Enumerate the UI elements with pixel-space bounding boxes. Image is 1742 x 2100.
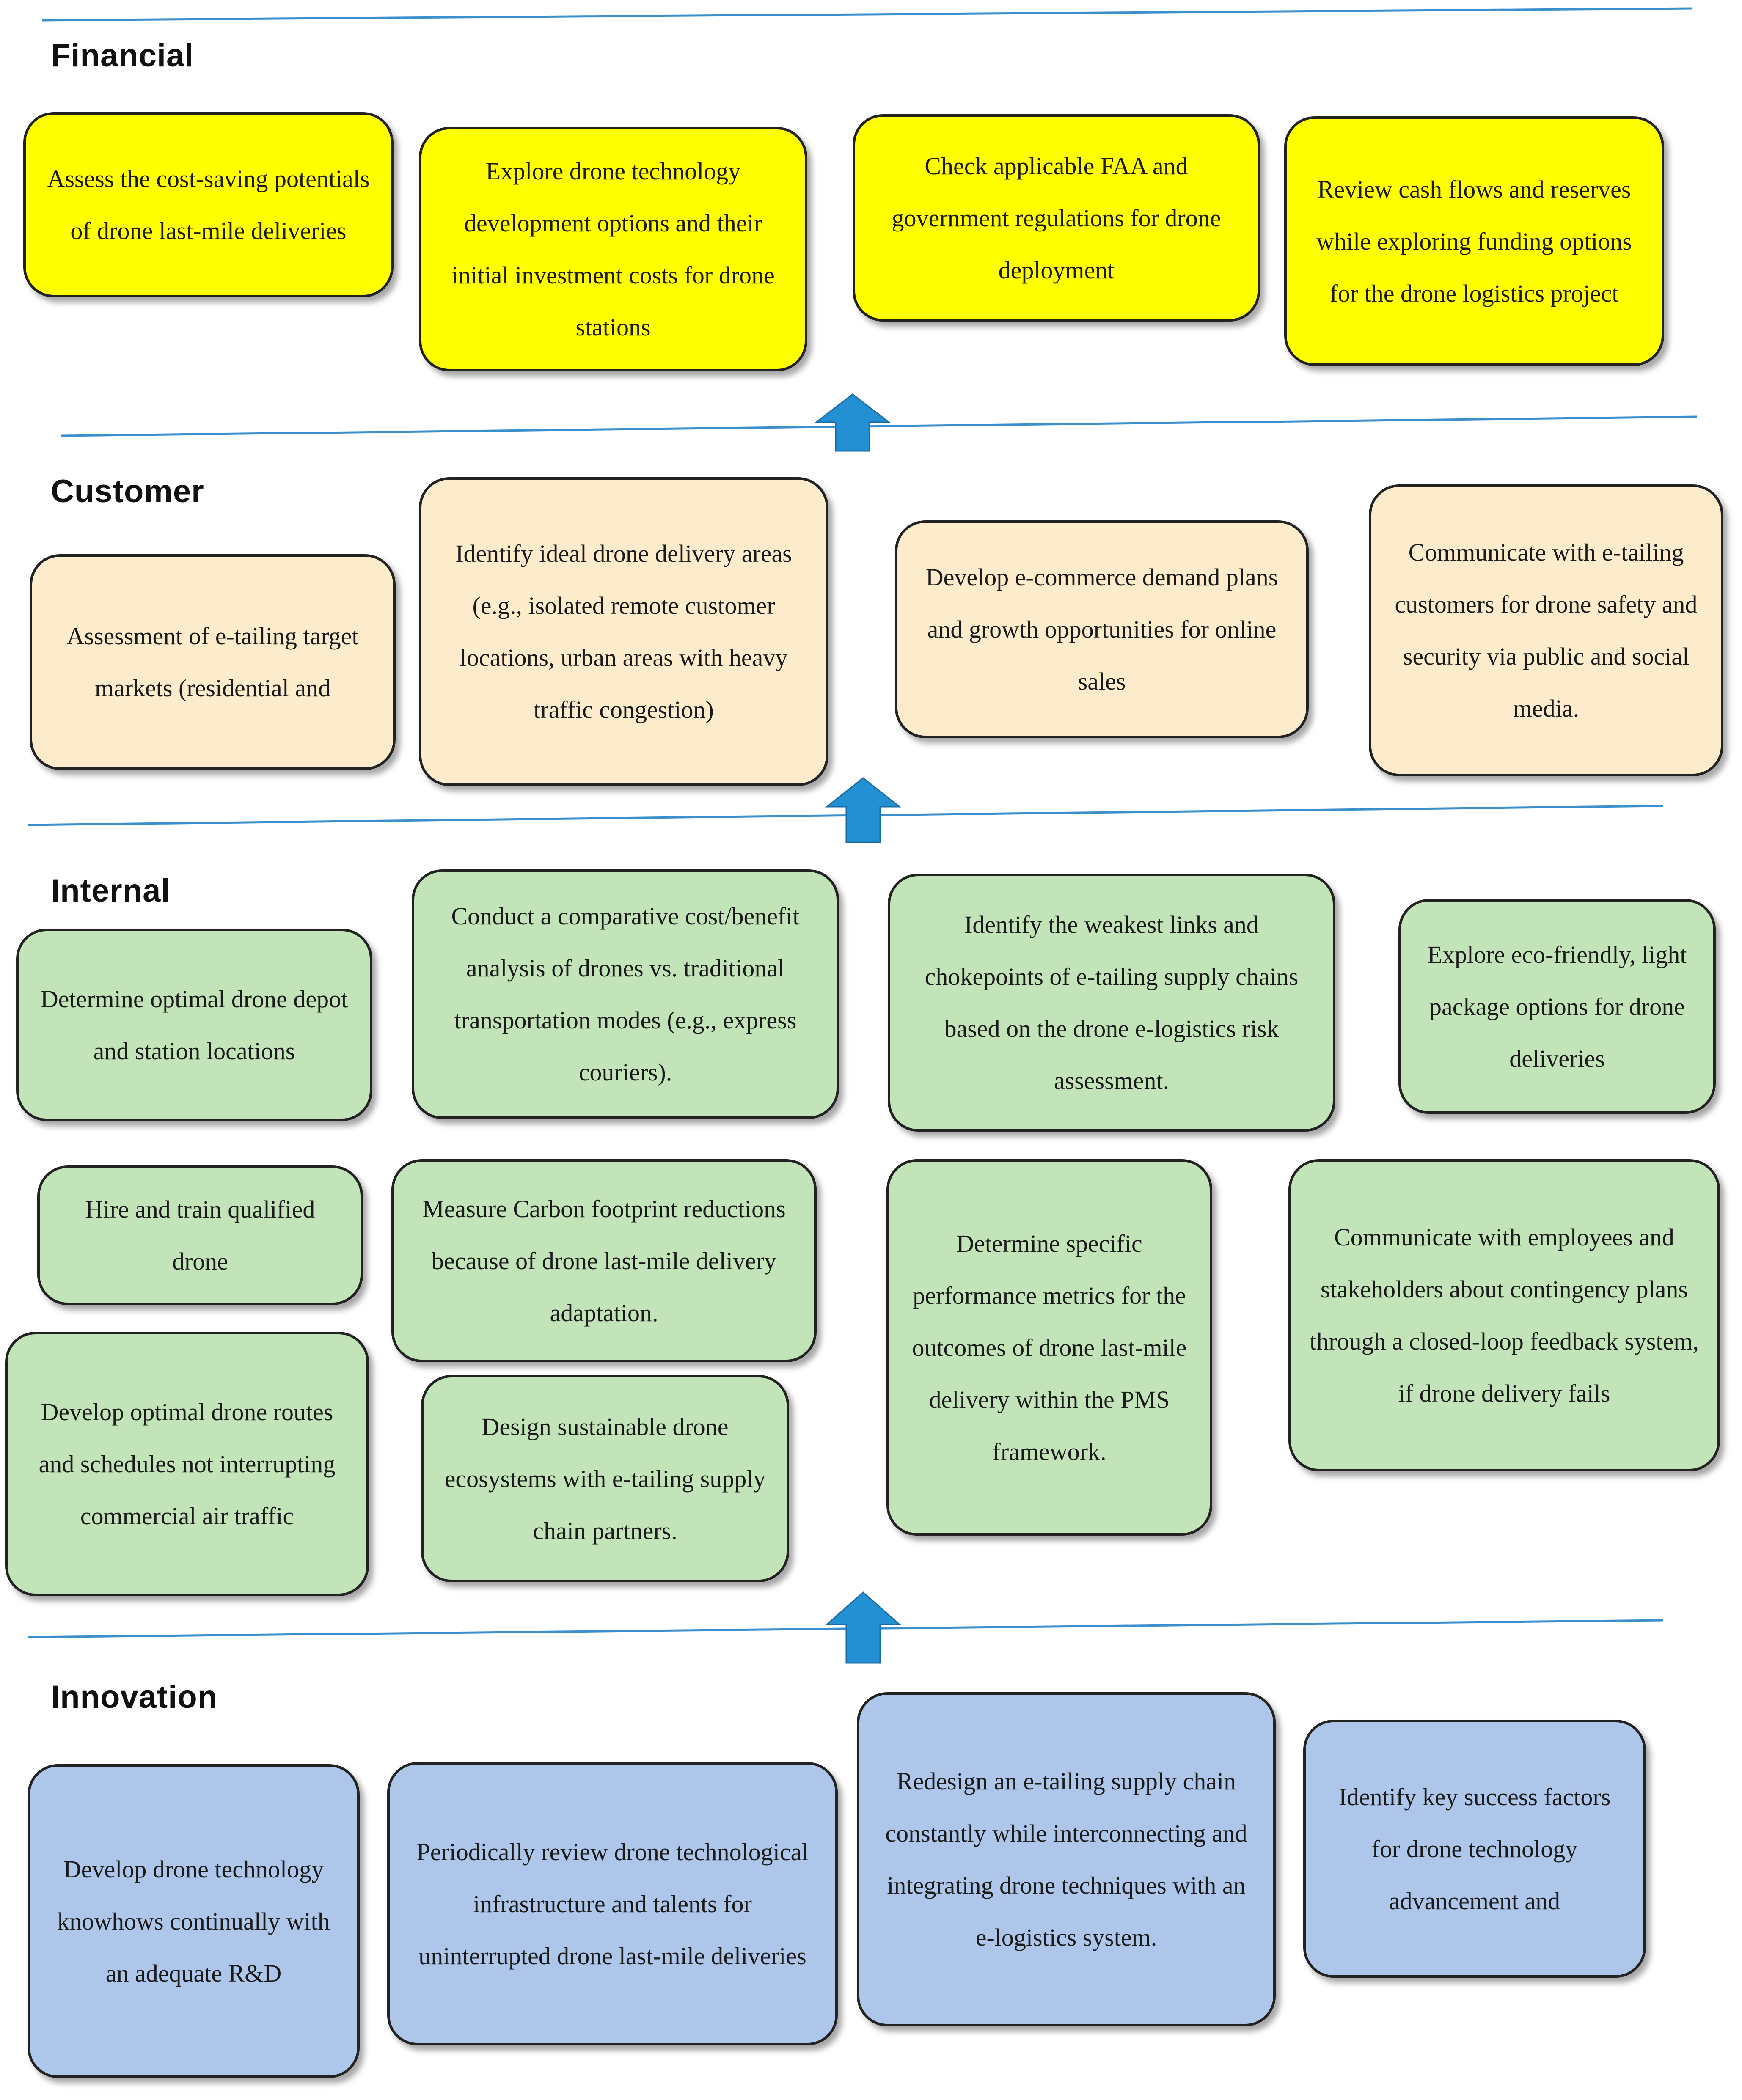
customer-box-1: Assessment of e-tailing target markets (… xyxy=(30,554,396,770)
innovation-box-3-text: Redesign an e-tailing supply chain const… xyxy=(885,1767,1247,1951)
financial-heading: Financial xyxy=(51,38,194,74)
customer-box-2-text: Identify ideal drone delivery areas (e.g… xyxy=(455,540,792,723)
innovation-box-2-text: Periodically review drone technological … xyxy=(416,1838,809,1970)
internal-box-9: Develop optimal drone routes and schedul… xyxy=(5,1332,369,1596)
internal-box-2: Conduct a comparative cost/benefit analy… xyxy=(412,869,839,1119)
internal-box-8-text: Communicate with employees and stakehold… xyxy=(1310,1223,1699,1407)
separator-financial-customer xyxy=(61,415,1697,437)
financial-box-3: Check applicable FAA and government regu… xyxy=(853,114,1260,322)
up-arrow-icon xyxy=(825,1591,901,1664)
internal-box-3: Identify the weakest links and chokepoin… xyxy=(888,874,1335,1132)
financial-box-1-text: Assess the cost-saving potentials of dro… xyxy=(47,165,370,245)
innovation-box-1: Develop drone technology knowhows contin… xyxy=(28,1764,360,2078)
innovation-box-3: Redesign an e-tailing supply chain const… xyxy=(857,1692,1276,2026)
internal-box-8: Communicate with employees and stakehold… xyxy=(1288,1159,1720,1471)
internal-box-10: Design sustainable drone ecosystems with… xyxy=(421,1375,789,1582)
internal-box-9-text: Develop optimal drone routes and schedul… xyxy=(39,1398,336,1530)
financial-box-4-text: Review cash flows and reserves while exp… xyxy=(1316,175,1632,307)
innovation-box-2: Periodically review drone technological … xyxy=(387,1762,838,2045)
customer-box-3: Develop e-commerce demand plans and grow… xyxy=(895,520,1309,738)
innovation-box-4-text: Identify key success factors for drone t… xyxy=(1338,1783,1611,1915)
innovation-box-4: Identify key success factors for drone t… xyxy=(1303,1720,1646,1978)
innovation-heading: Innovation xyxy=(51,1679,218,1715)
customer-box-4: Communicate with e-tailing customers for… xyxy=(1369,484,1723,776)
separator-internal-innovation xyxy=(27,1619,1663,1638)
internal-box-4: Explore eco-friendly, light package opti… xyxy=(1398,899,1716,1114)
internal-box-6: Measure Carbon footprint reductions beca… xyxy=(391,1159,817,1362)
internal-box-2-text: Conduct a comparative cost/benefit analy… xyxy=(451,902,800,1086)
internal-box-7-text: Determine specific performance metrics f… xyxy=(912,1229,1187,1465)
internal-box-10-text: Design sustainable drone ecosystems with… xyxy=(444,1413,766,1545)
customer-heading: Customer xyxy=(51,473,204,509)
customer-box-4-text: Communicate with e-tailing customers for… xyxy=(1395,539,1698,722)
internal-box-7: Determine specific performance metrics f… xyxy=(886,1159,1212,1536)
internal-box-1: Determine optimal drone depot and statio… xyxy=(16,929,372,1121)
financial-box-1: Assess the cost-saving potentials of dro… xyxy=(23,112,394,297)
financial-box-4: Review cash flows and reserves while exp… xyxy=(1284,116,1664,366)
internal-box-3-text: Identify the weakest links and chokepoin… xyxy=(925,911,1299,1094)
up-arrow-icon xyxy=(825,777,901,843)
financial-box-2-text: Explore drone technology development opt… xyxy=(451,157,775,341)
financial-box-2: Explore drone technology development opt… xyxy=(419,127,807,371)
customer-box-1-text: Assessment of e-tailing target markets (… xyxy=(66,622,359,702)
separator-top xyxy=(42,7,1693,22)
separator-customer-internal xyxy=(27,805,1663,826)
internal-box-5-text: Hire and train qualified drone xyxy=(85,1196,315,1275)
up-arrow-icon xyxy=(815,393,891,452)
internal-box-1-text: Determine optimal drone depot and statio… xyxy=(40,985,348,1065)
customer-box-3-text: Develop e-commerce demand plans and grow… xyxy=(925,563,1278,695)
customer-box-2: Identify ideal drone delivery areas (e.g… xyxy=(419,477,828,786)
internal-heading: Internal xyxy=(51,873,171,909)
innovation-box-1-text: Develop drone technology knowhows contin… xyxy=(57,1855,330,1987)
financial-box-3-text: Check applicable FAA and government regu… xyxy=(892,152,1221,284)
internal-box-5: Hire and train qualified drone xyxy=(37,1165,363,1305)
internal-box-6-text: Measure Carbon footprint reductions beca… xyxy=(422,1195,786,1327)
internal-box-4-text: Explore eco-friendly, light package opti… xyxy=(1427,940,1687,1072)
